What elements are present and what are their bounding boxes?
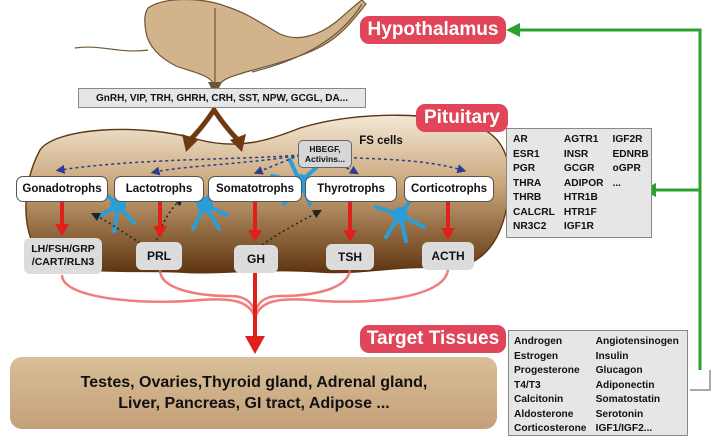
hormone-gonadotroph-line1: LH/FSH/GRP bbox=[31, 243, 95, 255]
cell-lactotrophs: Lactotrophs bbox=[114, 176, 204, 202]
receptor-item-7: GCGR bbox=[563, 163, 595, 174]
target-tissues-box bbox=[10, 357, 497, 429]
target-tissues-label: Target Tissues bbox=[360, 325, 506, 353]
receptor-item-8: oGPR bbox=[612, 163, 641, 174]
fs-factors-bubble: HBEGF, Activins... bbox=[298, 140, 352, 168]
hypothalamic-input-arrows bbox=[187, 107, 241, 143]
feedback-hormone-item-4: Progesterone bbox=[514, 365, 580, 376]
receptor-item-20 bbox=[613, 220, 649, 234]
hormone-acth: ACTH bbox=[422, 242, 474, 270]
receptor-item-19: IGF1R bbox=[563, 221, 594, 232]
target-list-connector bbox=[690, 370, 711, 391]
cell-gonadotrophs: Gonadotrophs bbox=[16, 176, 108, 202]
receptor-item-12: THRB bbox=[513, 192, 542, 203]
feedback-hormone-item-7: Adiponectin bbox=[595, 379, 655, 391]
hormone-prl: PRL bbox=[136, 242, 182, 270]
receptor-item-2: IGF2R bbox=[612, 134, 643, 145]
feedback-hormone-item-1: Angiotensinogen bbox=[595, 336, 679, 347]
hypothalamus-tissue bbox=[144, 0, 367, 85]
feedback-hormone-item-0: Androgen bbox=[514, 336, 563, 347]
feedback-hormone-item-8: Calcitonin bbox=[514, 394, 564, 405]
hormone-gonadotroph: LH/FSH/GRP /CART/RLN3 bbox=[24, 238, 102, 274]
feedback-hormone-item-10: Aldosterone bbox=[514, 408, 574, 420]
receptor-item-10: ADIPOR bbox=[563, 177, 604, 189]
feedback-hormone-item-9: Somatostatin bbox=[595, 394, 661, 405]
hypothalamic-factors-box: GnRH, VIP, TRH, GHRH, CRH, SST, NPW, GCG… bbox=[78, 88, 366, 108]
crosstalk-arrows bbox=[90, 196, 322, 246]
target-organs-text: Testes, Ovaries,Thyroid gland, Adrenal g… bbox=[14, 360, 494, 426]
cell-corticotrophs: Corticotrophs bbox=[404, 176, 494, 202]
feedback-hormone-item-2: Estrogen bbox=[514, 350, 559, 362]
receptor-item-17 bbox=[613, 206, 649, 220]
hormone-gonadotroph-line2: /CART/RLN3 bbox=[31, 256, 95, 268]
target-organs-line2: Liver, Pancreas, GI tract, Adipose ... bbox=[118, 395, 390, 412]
receptor-item-6: PGR bbox=[513, 163, 536, 174]
receptor-item-1: AGTR1 bbox=[563, 134, 599, 145]
fs-factor-1: HBEGF, bbox=[309, 144, 341, 154]
receptor-item-13: HTR1B bbox=[563, 192, 598, 203]
receptor-item-18: NR3C2 bbox=[513, 221, 547, 232]
pituitary-label: Pituitary bbox=[416, 104, 508, 132]
fs-cells-label: FS cells bbox=[359, 135, 403, 147]
receptor-item-14 bbox=[613, 191, 649, 205]
receptor-item-9: THRA bbox=[513, 177, 542, 189]
feedback-hormone-item-11: Serotonin bbox=[595, 408, 644, 420]
fs-cell-4 bbox=[374, 193, 426, 243]
target-organs-line1: Testes, Ovaries,Thyroid gland, Adrenal g… bbox=[80, 374, 428, 391]
hormone-tsh: TSH bbox=[326, 244, 374, 270]
hormone-gh: GH bbox=[234, 245, 278, 273]
target-arrowhead bbox=[245, 336, 265, 354]
receptor-item-5: EDNRB bbox=[612, 148, 649, 160]
fs-factor-2: Activins... bbox=[304, 154, 346, 164]
receptor-item-4: INSR bbox=[563, 148, 589, 160]
feedback-arrowhead-hypothalamus bbox=[506, 23, 520, 37]
cell-somatotrophs: Somatotrophs bbox=[208, 176, 302, 202]
receptor-item-3: ESR1 bbox=[513, 148, 540, 160]
receptor-item-16: HTR1F bbox=[563, 206, 597, 218]
converging-flow bbox=[60, 267, 450, 319]
hypothalamus-label: Hypothalamus bbox=[360, 16, 506, 44]
secretion-arrows bbox=[60, 202, 450, 232]
feedback-hormone-item-6: T4/T3 bbox=[514, 379, 541, 391]
brain-outline bbox=[74, 3, 363, 73]
receptor-item-11: ... bbox=[612, 177, 622, 189]
feedback-hormone-item-12: Corticosterone bbox=[514, 423, 587, 434]
feedback-hormone-item-13: IGF1/IGF2... bbox=[595, 423, 653, 434]
receptor-item-15: CALCRL bbox=[513, 206, 555, 218]
receptor-item-0: AR bbox=[513, 134, 528, 145]
cell-thyrotrophs: Thyrotrophs bbox=[305, 176, 397, 202]
feedback-hormone-item-3: Insulin bbox=[595, 350, 629, 362]
pituitary-receptor-list: AR AGTR1 IGF2R ESR1 INSR EDNRB PGR GCGR oGPR THRA… bbox=[506, 128, 652, 238]
feedback-hormone-item-5: Glucagon bbox=[595, 365, 643, 376]
